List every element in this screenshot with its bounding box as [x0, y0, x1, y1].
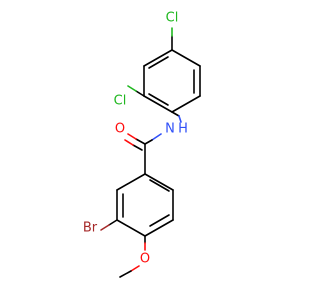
bond-n-carbonyl-colored — [151, 133, 162, 141]
ring-bond — [144, 173, 174, 191]
bond-carbonyl-double-a — [135, 138, 146, 145]
bond-o-methyl-colored — [130, 265, 140, 272]
ring-bond — [143, 95, 173, 113]
bond-carbonyl-double-b — [132, 144, 143, 151]
ring-bond — [143, 49, 173, 67]
chlorine-ortho-label: Cl — [114, 94, 127, 109]
ring-bond-inner — [149, 214, 170, 227]
carbonyl-oxygen-label: O — [115, 122, 125, 137]
bromine-label: Br — [83, 221, 98, 236]
ring-bond-inner — [148, 93, 169, 106]
benzoyl-ring — [116, 173, 174, 237]
chlorine-top-label: Cl — [166, 11, 179, 26]
ring-bond — [116, 173, 146, 191]
bond-c-br — [108, 219, 118, 226]
bond-carbonyl-double-b-colored — [124, 139, 134, 146]
bond-c-cl-ortho-colored — [127, 85, 137, 92]
bond-c-n — [171, 111, 180, 117]
ring-bond — [171, 95, 201, 113]
nitrogen-label: N — [165, 122, 175, 137]
hydrogen-label: H — [178, 122, 188, 137]
bond-n-carbonyl — [144, 139, 153, 145]
ring-bond — [144, 219, 174, 237]
ring-bond — [171, 49, 201, 67]
bond-c-br-colored — [100, 224, 110, 231]
bond-c-cl-ortho — [135, 90, 145, 97]
ring-bond — [116, 219, 146, 237]
background — [0, 0, 300, 300]
bond-o-methyl — [119, 270, 132, 278]
dichlorophenyl-ring — [143, 49, 201, 113]
methoxy-oxygen-label: O — [140, 252, 150, 267]
molecule-structure: Cl Cl N H O Br O — [0, 0, 300, 300]
bond-c-n-colored — [178, 115, 182, 123]
ring-bond-inner — [148, 56, 169, 69]
ring-bond-inner — [149, 179, 170, 192]
bond-carbonyl-double-a-colored — [127, 133, 137, 140]
